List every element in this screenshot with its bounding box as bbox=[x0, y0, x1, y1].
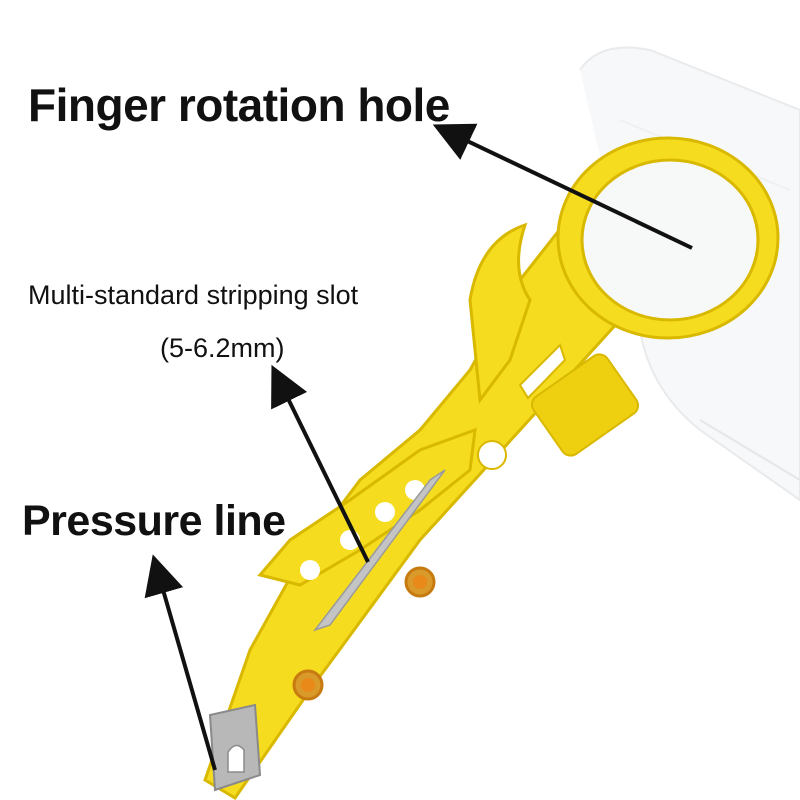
stripping-slot-label: Multi-standard stripping slot bbox=[28, 280, 359, 310]
arrow-finger-hole bbox=[432, 123, 693, 250]
pressure-line-label: Pressure line bbox=[22, 497, 286, 545]
stripping-slot-size-label: (5-6.2mm) bbox=[160, 333, 285, 363]
finger-hole bbox=[580, 158, 760, 322]
finger-rotation-hole-label: Finger rotation hole bbox=[28, 79, 450, 131]
tool-body bbox=[203, 136, 780, 800]
arrow-pressure-line bbox=[144, 554, 217, 771]
arrow-stripping-slot bbox=[271, 364, 370, 563]
stripping-blade bbox=[312, 469, 446, 632]
